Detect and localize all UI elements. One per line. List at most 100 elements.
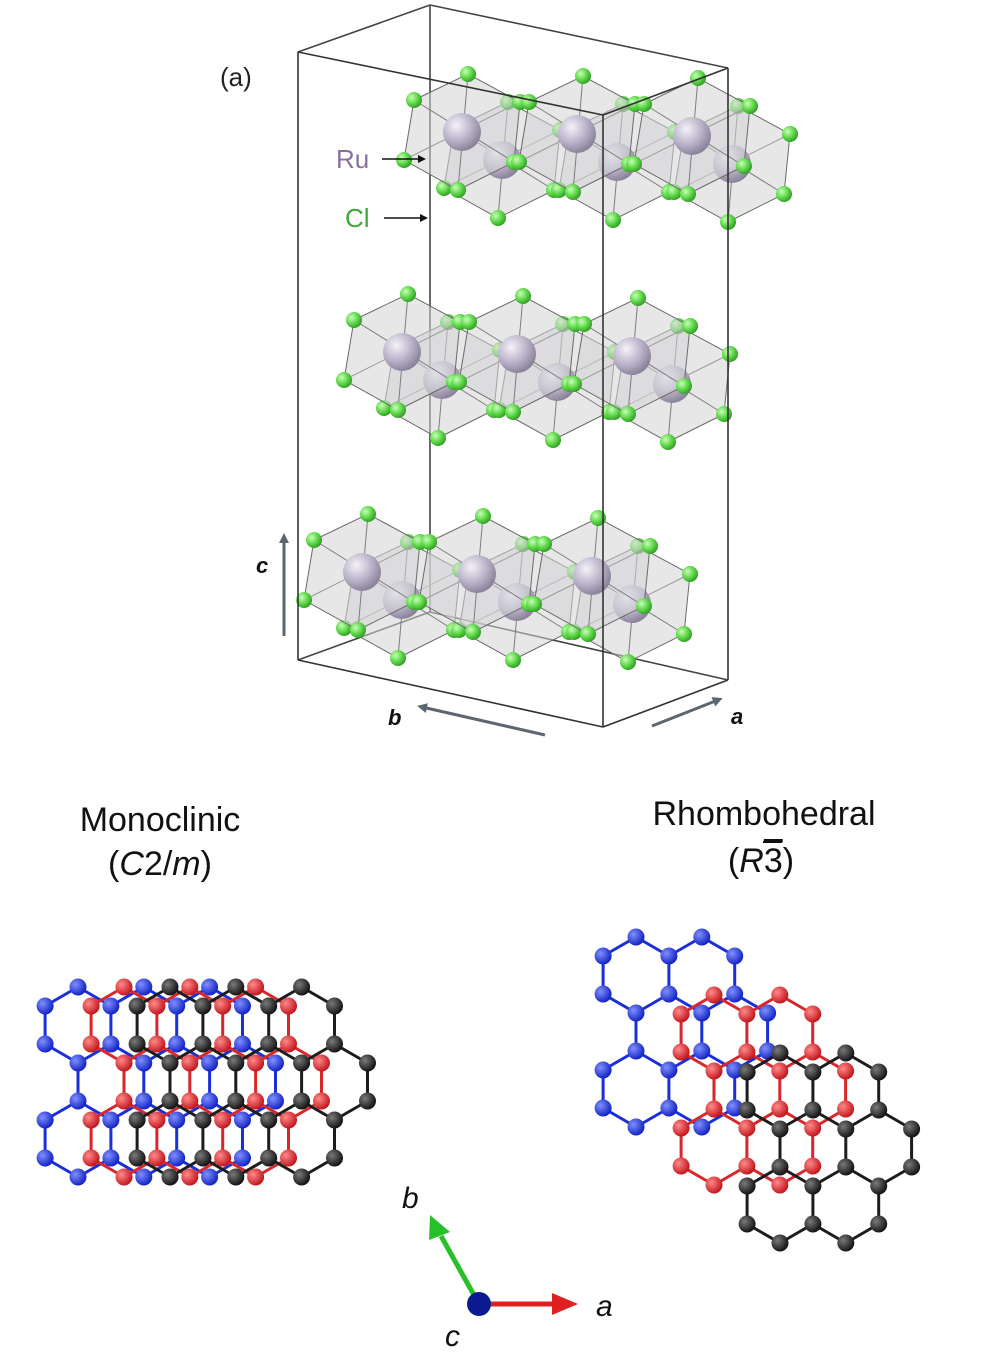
atom (771, 986, 789, 1004)
cl-atom (776, 186, 792, 202)
atom (214, 997, 232, 1015)
crystal-axis-c: c (256, 533, 289, 636)
cl-atom (406, 92, 422, 108)
atom (102, 1111, 120, 1129)
cl-atom (400, 286, 416, 302)
cl-atom (296, 592, 312, 608)
cl-atom (511, 154, 527, 170)
layer-axis-b-head (429, 1215, 450, 1240)
layer-axis-b-arrow (438, 1234, 482, 1306)
crystal-axis-c-label: c (256, 553, 268, 578)
atom (903, 1120, 921, 1138)
atom (594, 985, 612, 1003)
cl-atom (676, 626, 692, 642)
atom (148, 1111, 166, 1129)
crystal-axis-a: a (651, 697, 743, 729)
atom (148, 1035, 166, 1053)
atom (705, 1062, 723, 1080)
atom (738, 1119, 756, 1137)
atom (804, 1043, 822, 1061)
layer-axis-a-label: a (596, 1290, 613, 1323)
atom (135, 1168, 153, 1186)
atom (359, 1054, 376, 1072)
atom (771, 1158, 789, 1176)
atom (148, 1149, 166, 1167)
atom (161, 1168, 179, 1186)
cl-atom (676, 378, 692, 394)
atom (705, 986, 723, 1004)
atom (804, 1063, 822, 1081)
atom (837, 1062, 855, 1080)
cl-atom (475, 508, 491, 524)
atom (660, 1099, 678, 1117)
cl-atom (526, 596, 542, 612)
ru-atom (673, 117, 711, 155)
rhombohedral-symbol: (R3) (728, 842, 794, 880)
atom (194, 997, 212, 1015)
rhombohedral-panel: Rhombohedral (R3) (594, 795, 921, 1252)
cl-atom (722, 346, 738, 362)
monoclinic-layer-blue (36, 978, 284, 1186)
ru-atom (613, 337, 651, 375)
rhombohedral-title: Rhombohedral (652, 795, 875, 833)
cl-atom (306, 532, 322, 548)
ru-atom (573, 557, 611, 595)
atom (726, 947, 744, 965)
cl-atom (430, 430, 446, 446)
cl-atom (465, 624, 481, 640)
atom (738, 1043, 756, 1061)
atom (627, 1042, 645, 1060)
cl-atom (636, 598, 652, 614)
legend-cl-label: Cl (345, 203, 370, 233)
rhombohedral-symbol-italic: R (739, 842, 764, 880)
atom (672, 1043, 690, 1061)
cl-atom (390, 402, 406, 418)
cl-atom (505, 404, 521, 420)
atom (660, 985, 678, 1003)
atom (135, 978, 153, 996)
atom (293, 1092, 311, 1110)
layer-axis-c-dot (467, 1292, 491, 1316)
octahedra-layer-1 (396, 66, 798, 230)
octahedron (626, 70, 758, 202)
atom (69, 1092, 87, 1110)
octahedra-layer-3 (296, 506, 698, 670)
cl-atom (620, 406, 636, 422)
atom (804, 1119, 822, 1137)
atom (194, 1035, 212, 1053)
atom (693, 1042, 711, 1060)
monoclinic-honeycomb-layers (36, 978, 376, 1186)
atom (115, 978, 133, 996)
atom (804, 1215, 822, 1233)
atom (227, 1092, 245, 1110)
atom (326, 1149, 343, 1167)
atom (247, 1054, 265, 1072)
octahedron (451, 288, 583, 420)
atom (293, 1054, 311, 1072)
crystal-axis-b: b (388, 703, 546, 737)
octahedron (526, 510, 658, 642)
atom (771, 1062, 789, 1080)
atom (672, 1157, 690, 1175)
atom (660, 1061, 678, 1079)
cl-atom (451, 374, 467, 390)
atom (194, 1111, 212, 1129)
atom (234, 997, 251, 1015)
layer-axes: a b c (402, 1182, 613, 1353)
atom (194, 1149, 212, 1167)
cl-atom (545, 432, 561, 448)
rhombohedral-honeycomb-layers (594, 928, 921, 1252)
atom (168, 1149, 186, 1167)
atom (227, 978, 245, 996)
atom (135, 1054, 153, 1072)
atom (313, 1092, 330, 1110)
atom (247, 1092, 265, 1110)
atom (115, 1168, 133, 1186)
atom (738, 1157, 756, 1175)
atom (903, 1158, 921, 1176)
layer-axis-b-label: b (402, 1182, 419, 1215)
monoclinic-panel: Monoclinic (C2/m) (36, 801, 376, 1186)
atom (594, 1099, 612, 1117)
monoclinic-symbol-italic-2: m (172, 845, 200, 883)
